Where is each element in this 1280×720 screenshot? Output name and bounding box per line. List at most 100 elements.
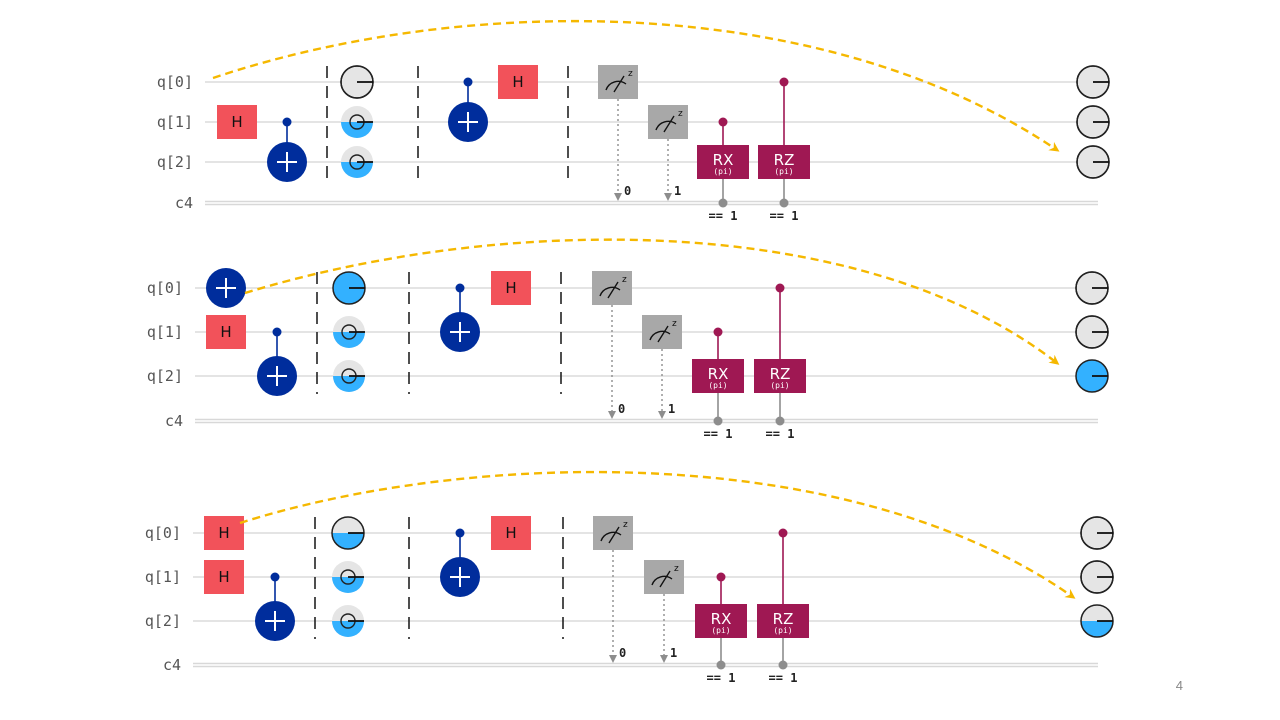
qubit-state-final <box>1080 560 1114 594</box>
rot-param: (pi) <box>773 626 792 635</box>
meter-needle <box>613 75 625 93</box>
meter-arc <box>655 120 677 131</box>
qubit-state-mid <box>331 516 365 550</box>
rot-label: RZ <box>770 365 791 383</box>
h-gate: H <box>491 516 531 550</box>
measure-q0: z0 <box>593 516 633 663</box>
qubit-state-final <box>1076 65 1110 99</box>
rot-classical-dot <box>718 198 728 208</box>
classical-bit-label: 0 <box>618 402 625 416</box>
qubit-state-mid <box>332 561 364 593</box>
h-gate-label: H <box>505 279 516 297</box>
meter-needle <box>663 115 675 133</box>
measure-q0: z0 <box>598 65 638 201</box>
h-gate-initial: H <box>217 105 257 139</box>
qubit-state-mid <box>332 605 364 637</box>
rot-label: RX <box>713 151 734 169</box>
meter-basis-label: z <box>622 275 627 285</box>
condition-label: == 1 <box>766 427 795 441</box>
rot-box <box>692 359 744 393</box>
cx-control-dot <box>282 117 292 127</box>
meter-arc <box>605 80 627 91</box>
rx-gate: RX(pi) == 1 <box>695 572 747 685</box>
condition-label: == 1 <box>704 427 733 441</box>
rot-label: RX <box>711 610 732 628</box>
qubit-label: q[0] <box>145 524 181 542</box>
classical-bit-label: 1 <box>674 184 681 198</box>
meter-needle <box>657 325 669 343</box>
rot-label: RX <box>708 365 729 383</box>
classical-bit-label: 1 <box>668 402 675 416</box>
measure-q1: z1 <box>642 315 682 419</box>
rot-param: (pi) <box>711 626 730 635</box>
rz-gate: RZ(pi)== 1 <box>758 77 810 223</box>
meter-needle <box>608 526 620 544</box>
teleport-arrow <box>244 238 1060 365</box>
classical-bit-label: 0 <box>624 184 631 198</box>
meter-arc <box>651 575 673 586</box>
rot-control-dot <box>775 283 785 293</box>
meter-arc <box>599 286 621 297</box>
qubit-label: q[0] <box>157 73 193 91</box>
rot-box <box>757 604 809 638</box>
rot-label: RZ <box>774 151 795 169</box>
qubit-state-mid <box>333 316 365 348</box>
classical-register-label: c4 <box>163 656 181 674</box>
condition-label: == 1 <box>770 209 799 223</box>
rot-control-dot <box>779 77 789 87</box>
classical-register-label: c4 <box>165 412 183 430</box>
rot-box <box>754 359 806 393</box>
page-number: 4 <box>1175 678 1183 693</box>
rot-control-dot <box>713 327 723 337</box>
h-gate-box <box>204 560 244 594</box>
qubit-state-final <box>1075 359 1109 393</box>
condition-label: == 1 <box>709 209 738 223</box>
state-fill <box>332 533 364 549</box>
rz-gate: RZ(pi)== 1 <box>754 283 806 441</box>
qubit-state-final <box>1076 145 1110 179</box>
condition-label: == 1 <box>769 671 798 685</box>
state-fill <box>333 376 365 392</box>
h-gate-box <box>498 65 538 99</box>
qubit-label: q[2] <box>145 612 181 630</box>
condition-label: == 1 <box>707 671 736 685</box>
qubit-state-mid <box>341 106 373 138</box>
state-fill <box>341 122 373 138</box>
h-gate-label: H <box>512 73 523 91</box>
measure-q1: z1 <box>648 105 688 201</box>
measure-q1: z1 <box>644 560 684 663</box>
qubit-state-mid <box>340 65 374 99</box>
cnot-gate <box>255 572 295 641</box>
cnot-gate <box>448 77 488 142</box>
classical-register-label: c4 <box>175 194 193 212</box>
h-gate-label: H <box>505 524 516 542</box>
rot-classical-dot <box>779 198 789 208</box>
qubit-state-mid <box>332 271 366 305</box>
rot-classical-dot <box>713 416 723 426</box>
h-gate-box <box>491 516 531 550</box>
cnot-gate <box>257 327 297 396</box>
h-gate: H <box>491 271 531 305</box>
h-gate-box <box>217 105 257 139</box>
rot-control-dot <box>778 528 788 538</box>
h-gate-label: H <box>220 323 231 341</box>
h-gate-initial: H <box>206 315 246 349</box>
h-gate-initial: H <box>204 516 244 550</box>
rot-param: (pi) <box>713 167 732 176</box>
state-fill <box>332 621 364 637</box>
qubit-state-final <box>1076 105 1110 139</box>
rot-classical-dot <box>775 416 785 426</box>
h-gate-box <box>206 315 246 349</box>
meter-basis-label: z <box>678 109 683 119</box>
qubit-label: q[1] <box>157 113 193 131</box>
meter-basis-label: z <box>674 564 679 574</box>
qubit-state-mid <box>341 146 373 178</box>
state-fill <box>332 577 364 593</box>
meter-basis-label: z <box>672 319 677 329</box>
qubit-state-final <box>1075 271 1109 305</box>
rot-control-dot <box>718 117 728 127</box>
cx-control-dot <box>272 327 282 337</box>
